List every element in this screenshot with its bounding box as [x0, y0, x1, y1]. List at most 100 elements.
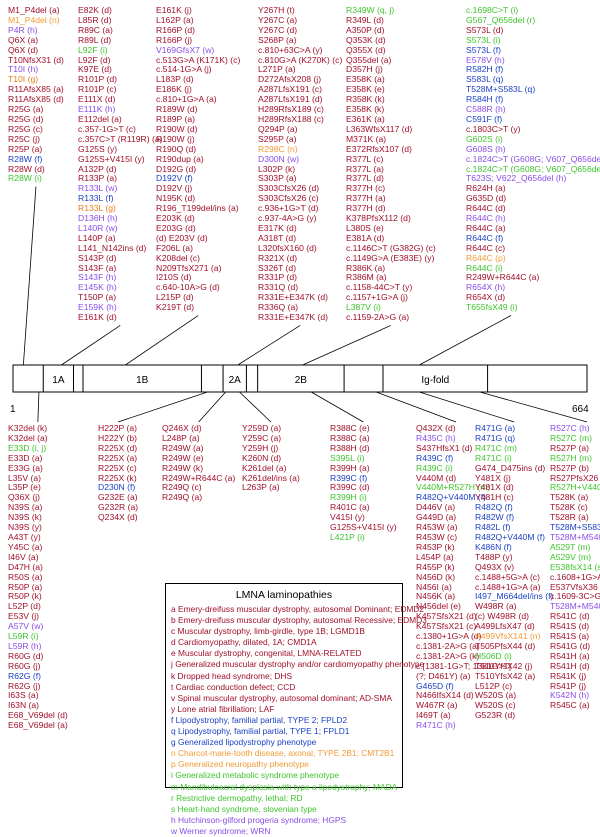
mutation-label: K32del (a) [8, 432, 48, 443]
mutation-label: E361K (a) [346, 113, 385, 124]
mutation-label: R435C (h) [416, 432, 456, 443]
mutation-label: I497_M664del/ins (f) [475, 591, 554, 602]
mutation-label: E317K (d) [258, 222, 297, 233]
mutation-label: T528K (a) [550, 492, 589, 503]
mutation-label: Y267H (t) [258, 5, 295, 15]
mutation-label: E537VfsX36 (c) [550, 581, 600, 592]
mutation-label: c.1488+1G>A (a) [475, 581, 541, 592]
mutation-label: c.810+1G>A (a) [156, 94, 217, 105]
mutation-label: Y267C (a) [258, 14, 298, 25]
protein-end-label: 664 [572, 404, 589, 415]
mutation-label: A43T (y) [8, 531, 41, 542]
mutation-label: G608S (h) [466, 143, 506, 154]
mutation-label: E186K (j) [156, 84, 192, 95]
mutation-label: E111K (h) [78, 104, 116, 115]
bottom-mutation-column-1: H222P (a)H222Y (b)R225X (d)R225X (a)R225… [98, 423, 139, 523]
legend-item: a Emery-dreifuss muscular dystrophy, aut… [171, 604, 425, 614]
mutation-label: A529T (m) [550, 541, 591, 552]
mutation-label: L52P (d) [8, 601, 41, 612]
mutation-label: K457SfsX21 (c) [416, 621, 477, 632]
mutation-label: L59R (i) [8, 631, 39, 642]
mutation-label: L363WfsX117 (d) [346, 123, 413, 134]
mutation-label: R644C (p) [466, 252, 506, 263]
mutation-label: T528M+S583L (q) [550, 522, 600, 533]
mutation-label: R399C (d) [330, 482, 370, 493]
legend-item: b Emery-dreifuss muscular dystrophy, aut… [171, 615, 427, 626]
mutation-label: E33D (a) [8, 452, 43, 463]
mutation-label: G125S (y) [78, 143, 118, 154]
mutation-label: S268P (a) [258, 34, 297, 45]
mutation-label: L320fsX160 (d) [258, 242, 317, 253]
mutation-label: L140R (w) [78, 222, 118, 233]
legend-items: a Emery-dreifuss muscular dystrophy, aut… [171, 604, 427, 837]
legend-item: e Muscular dystrophy, congenital, LMNA-R… [171, 648, 362, 659]
connector-line [198, 391, 226, 423]
mutation-label: R399H (a) [330, 462, 370, 473]
mutation-label: R249W+R644C (a) [162, 472, 236, 483]
mutation-label: R471G (a) [475, 423, 516, 433]
mutation-label: E203K (d) [156, 213, 195, 224]
mutation-label: R644C (c) [466, 242, 506, 253]
mutation-label: Q432X (d) [416, 423, 456, 433]
mutation-label: R644C (h) [466, 213, 506, 224]
connector-line [61, 325, 121, 366]
mutation-label: c.1158-44C>T (y) [346, 282, 413, 293]
bottom-mutation-column-2: Q246X (d)L248P (a)R249W (a)R249W (e)R249… [162, 423, 236, 503]
mutation-label: L59R (h) [8, 640, 42, 651]
mutation-label: T510YfsX42 (a) [475, 670, 536, 681]
mutation-label: c.1159-2A>G (a) [346, 312, 410, 323]
mutation-label: A287LfsX191 (c) [258, 84, 323, 95]
mutation-label: I63N (a) [8, 700, 40, 711]
mutation-label: R541C (d) [550, 611, 590, 622]
connector-lines [22, 186, 588, 423]
mutation-label: G602S (i) [466, 133, 503, 144]
mutation-label: R654X (h) [466, 282, 506, 293]
mutation-label: S326T (d) [258, 262, 297, 273]
mutation-label: R401C (a) [330, 502, 370, 513]
mutation-label: R471G (q) [475, 432, 516, 443]
mutation-label: c.1824C>T (G608G; V607_Q656del) (h) [466, 153, 600, 164]
top-mutation-column-2: E161K (j)L162P (a)R166P (d)R166P (j)V169… [156, 5, 240, 313]
mutation-label: c.1698C>T (i) [466, 5, 519, 15]
bottom-mutation-column-4: R388C (e)R388C (a)R388H (d)S395L (i)R399… [330, 423, 397, 543]
mutation-label: Y481H (c) [475, 492, 514, 503]
mutation-label: c.810+63C>A (y) [258, 44, 323, 55]
mutation-label: R377L (c) [346, 153, 384, 164]
mutation-label: S303CfsX26 (d) [258, 183, 320, 194]
mutation-label: R190W (j) [156, 133, 195, 144]
mutation-label: K97E (d) [78, 64, 112, 75]
mutation-label: R331E+E347K (d) [258, 312, 328, 323]
mutation-label: L387V (i) [346, 302, 381, 313]
mutation-label: T10NfsX31 (d) [8, 54, 64, 65]
mutation-label: R133L (g) [78, 203, 116, 214]
mutation-label: K208del (c) [156, 252, 200, 263]
mutation-label: R624H (a) [466, 183, 506, 194]
mutation-label: R60G (d) [8, 650, 44, 661]
mutation-label: A499VfsX141 (n) [475, 631, 541, 642]
mutation-label: R527C (h) [550, 423, 590, 433]
mutation-label: D446V (a) [416, 502, 456, 513]
mutation-label: L380S (e) [346, 222, 384, 233]
mutation-label: R62G (j) [8, 680, 41, 691]
top-mutation-column-5: c.1698C>T (i)G567_Q656del (r)S573L (d)S5… [466, 5, 600, 313]
mutation-label: R50S (a) [8, 571, 43, 582]
mutation-label: T510YfsX42 (j) [475, 660, 533, 671]
mutation-label: V415I (y) [330, 512, 365, 523]
mutation-label: R225X (d) [98, 442, 138, 453]
mutation-label: L183P (d) [156, 74, 194, 85]
mutation-label: I469T (a) [416, 710, 451, 721]
mutation-label: c.1146C>T (G382G) (c) [346, 242, 436, 253]
mutation-label: R11AfsX85 (a) [8, 84, 64, 95]
mutation-label: W520S (a) [475, 690, 517, 701]
mutation-label: T528R (a) [550, 512, 589, 523]
mutation-label: Q6X (a) [8, 34, 39, 45]
mutation-label: G232R (a) [98, 502, 139, 513]
legend-item: k Dropped head syndrome; DHS [171, 670, 293, 681]
mutation-label: Y45C (a) [8, 541, 43, 552]
mutation-label: A529V (m) [550, 551, 592, 562]
connector-line [419, 391, 515, 423]
mutation-label: K219T (d) [156, 302, 195, 313]
mutation-label: S303P (a) [258, 173, 297, 184]
domain-label: 2A [229, 375, 242, 386]
mutation-label: L215P (d) [156, 292, 194, 303]
